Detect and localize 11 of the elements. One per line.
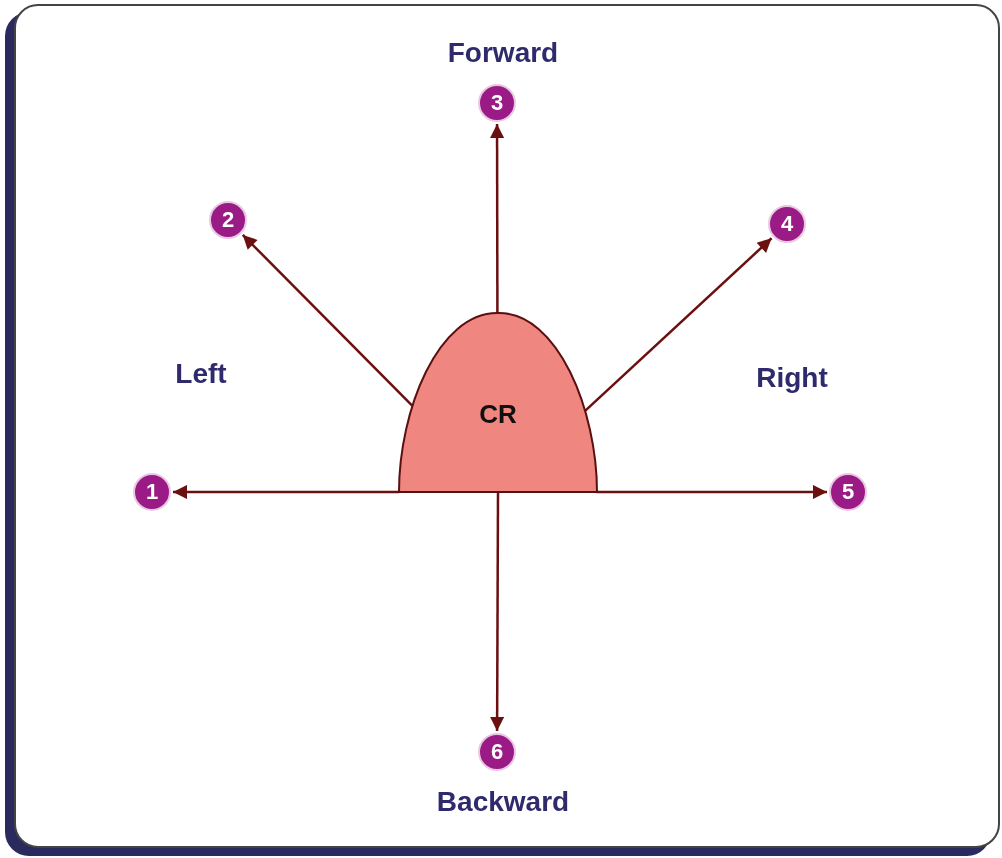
arrow bbox=[596, 485, 827, 499]
arrow bbox=[490, 124, 505, 313]
arrow bbox=[173, 485, 399, 499]
direction-label: Left bbox=[175, 358, 227, 390]
arrow bbox=[584, 237, 773, 412]
node-label: CR bbox=[479, 398, 517, 430]
arrow bbox=[490, 492, 505, 731]
direction-label: Right bbox=[756, 362, 828, 394]
arrow bbox=[241, 234, 414, 407]
direction-label: Backward bbox=[436, 786, 570, 818]
direction-label: Forward bbox=[447, 37, 559, 69]
